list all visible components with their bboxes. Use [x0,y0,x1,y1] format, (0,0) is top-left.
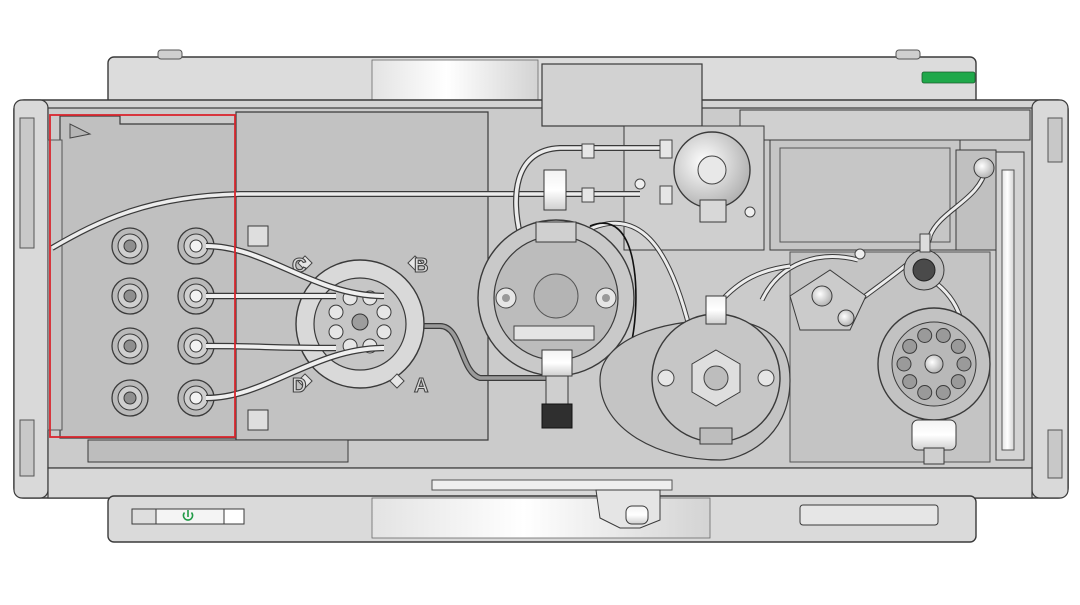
port-labels: A B C D [291,254,429,397]
connector-1-4 [111,379,149,417]
power-icon [182,510,194,521]
highlight-box [49,114,236,438]
port-label-b: B [414,255,428,277]
connector-1-2 [111,277,149,315]
inlet-tube [205,346,385,400]
selection-port [896,356,912,372]
port-label-a: A [414,375,428,397]
pump-head-top [581,131,866,260]
inlet-connectors [111,227,215,417]
selection-port [950,338,966,354]
valve-port [328,324,344,340]
status-led-icon [921,71,976,84]
selection-port [956,356,972,372]
selection-port [902,374,918,390]
selection-port [917,328,933,343]
connector-2-3 [177,327,215,365]
selection-port [917,385,933,400]
valve-port [328,304,344,320]
selection-port [902,338,918,354]
valve-port [376,304,392,320]
connector-1-3 [111,327,149,365]
connector-2-4 [177,379,215,417]
front-bezel [47,467,1033,543]
selection-port [935,328,951,343]
selection-port [950,374,966,390]
port-label-d: D [292,375,306,397]
pump-head-right [599,295,791,461]
fittings-right [789,157,995,331]
inlet-tubing [205,242,385,402]
valve-port [376,324,392,340]
inlet-tube [205,244,385,298]
selection-valve [877,307,991,465]
pump-head-left [477,169,635,429]
connector-1-1 [111,227,149,265]
connector-2-1 [177,227,215,265]
selection-port [935,385,951,400]
inlet-tube [205,344,337,350]
power-switch[interactable] [131,508,245,525]
